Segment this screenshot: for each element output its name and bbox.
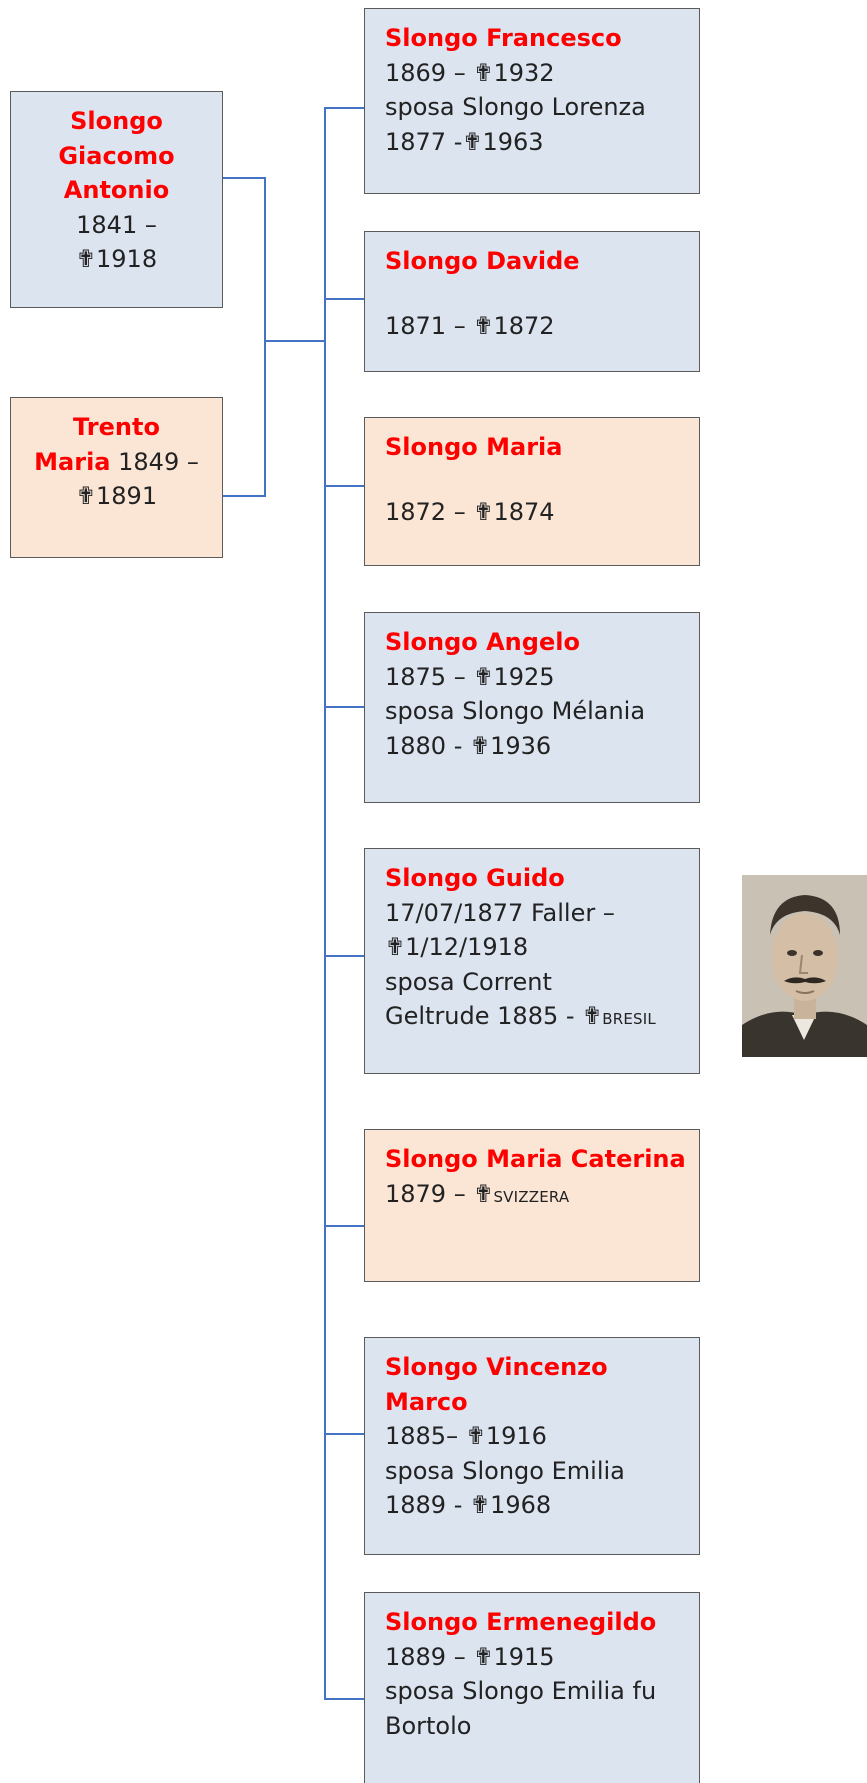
child-name: Slongo Davide <box>385 247 580 275</box>
child-box-maria-caterina: Slongo Maria Caterina 1879 – ✟SVIZZERA <box>364 1129 700 1282</box>
child-dates: 1879 – ✟SVIZZERA <box>385 1177 689 1215</box>
child-dates-main: 1879 – ✟ <box>385 1179 494 1208</box>
child-box-davide: Slongo Davide 1871 – ✟1872 <box>364 231 700 372</box>
child-dates: 1869 – ✟1932 <box>385 58 555 87</box>
child-dates: 1889 – ✟1915 <box>385 1642 555 1671</box>
father-box: Slongo Giacomo Antonio 1841 – ✟1918 <box>10 91 223 308</box>
portrait-icon <box>742 875 867 1057</box>
child-name: Slongo Angelo <box>385 628 580 656</box>
spouse-death-place: BRESIL <box>602 1010 656 1028</box>
child-name: Marco <box>385 1387 468 1416</box>
child-name: Slongo Maria <box>385 433 563 461</box>
child-box-maria: Slongo Maria 1872 – ✟1874 <box>364 417 700 566</box>
father-dates-line: 1841 – <box>76 210 157 239</box>
child-spouse-dates: 1889 - ✟1968 <box>385 1491 552 1519</box>
child-box-francesco: Slongo Francesco 1869 – ✟1932 sposa Slon… <box>364 8 700 194</box>
child-box-guido: Slongo Guido 17/07/1877 Faller – ✟1/12/1… <box>364 848 700 1074</box>
child-spouse: sposa Slongo Emilia fu <box>385 1677 657 1705</box>
father-name-line: Slongo <box>70 107 163 135</box>
spouse-dates-main: Geltrude 1885 - ✟ <box>385 1002 603 1030</box>
child-name: Slongo Ermenegildo <box>385 1608 657 1636</box>
child-spouse-dates: Geltrude 1885 - ✟BRESIL <box>385 999 689 1037</box>
child-box-angelo: Slongo Angelo 1875 – ✟1925 sposa Slongo … <box>364 612 700 803</box>
child-spouse-dates: 1880 - ✟1936 <box>385 731 552 760</box>
child-dates: 1875 – ✟1925 <box>385 662 555 691</box>
child-spouse-dates: 1877 -✟1963 <box>385 127 544 156</box>
mother-name-second: Maria <box>34 447 111 476</box>
child-death: ✟1/12/1918 <box>385 933 529 961</box>
child-spouse: sposa Corrent <box>385 967 552 996</box>
child-dates: 17/07/1877 Faller – <box>385 898 615 927</box>
child-spouse: sposa Slongo Mélania <box>385 697 646 725</box>
father-name-line: Antonio <box>63 176 170 204</box>
child-dates: 1871 – ✟1872 <box>385 311 555 340</box>
child-name: Slongo Guido <box>385 864 565 892</box>
child-name: Slongo Maria Caterina <box>385 1145 686 1173</box>
child-spouse: sposa Slongo Lorenza <box>385 93 646 121</box>
portrait-photo <box>742 875 867 1057</box>
child-name: Slongo Vincenzo <box>385 1353 608 1381</box>
child-death-place: SVIZZERA <box>493 1187 570 1206</box>
child-dates: 1885– ✟1916 <box>385 1422 547 1450</box>
mother-death: ✟1891 <box>75 482 158 510</box>
child-spouse: sposa Slongo Emilia <box>385 1456 625 1485</box>
child-box-ermenegildo: Slongo Ermenegildo 1889 – ✟1915 sposa Sl… <box>364 1592 700 1783</box>
child-spouse-cont: Bortolo <box>385 1711 472 1740</box>
father-dates-line: ✟1918 <box>75 245 158 273</box>
mother-box: Trento Maria 1849 – ✟1891 <box>10 397 223 558</box>
mother-birth: 1849 – <box>110 447 199 476</box>
child-dates: 1872 – ✟1874 <box>385 497 555 526</box>
child-name: Slongo Francesco <box>385 24 622 52</box>
father-name-line: Giacomo <box>58 141 175 170</box>
mother-name-dates: Maria 1849 – <box>11 445 222 480</box>
child-box-vincenzo-marco: Slongo Vincenzo Marco 1885– ✟1916 sposa … <box>364 1337 700 1555</box>
mother-name-first: Trento <box>73 413 160 441</box>
